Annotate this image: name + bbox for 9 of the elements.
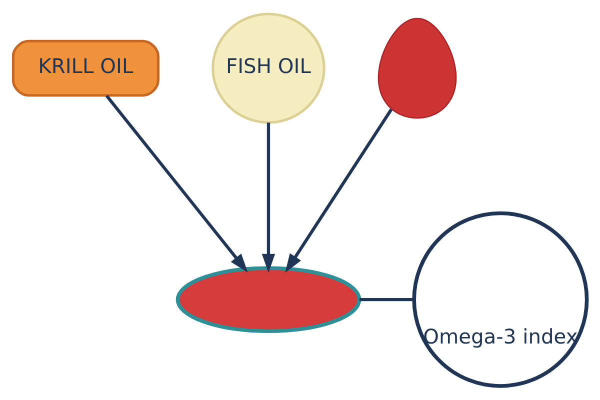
connector	[360, 298, 414, 302]
arrow	[262, 122, 276, 273]
node-ellipse	[176, 266, 362, 333]
node-box: KRILL OIL	[12, 40, 160, 97]
node-circle: Omega-3 index	[412, 211, 589, 388]
node-circle: FISH OIL	[212, 12, 326, 124]
node-drop	[378, 18, 457, 119]
arrow	[105, 94, 248, 273]
arrow	[285, 108, 393, 273]
